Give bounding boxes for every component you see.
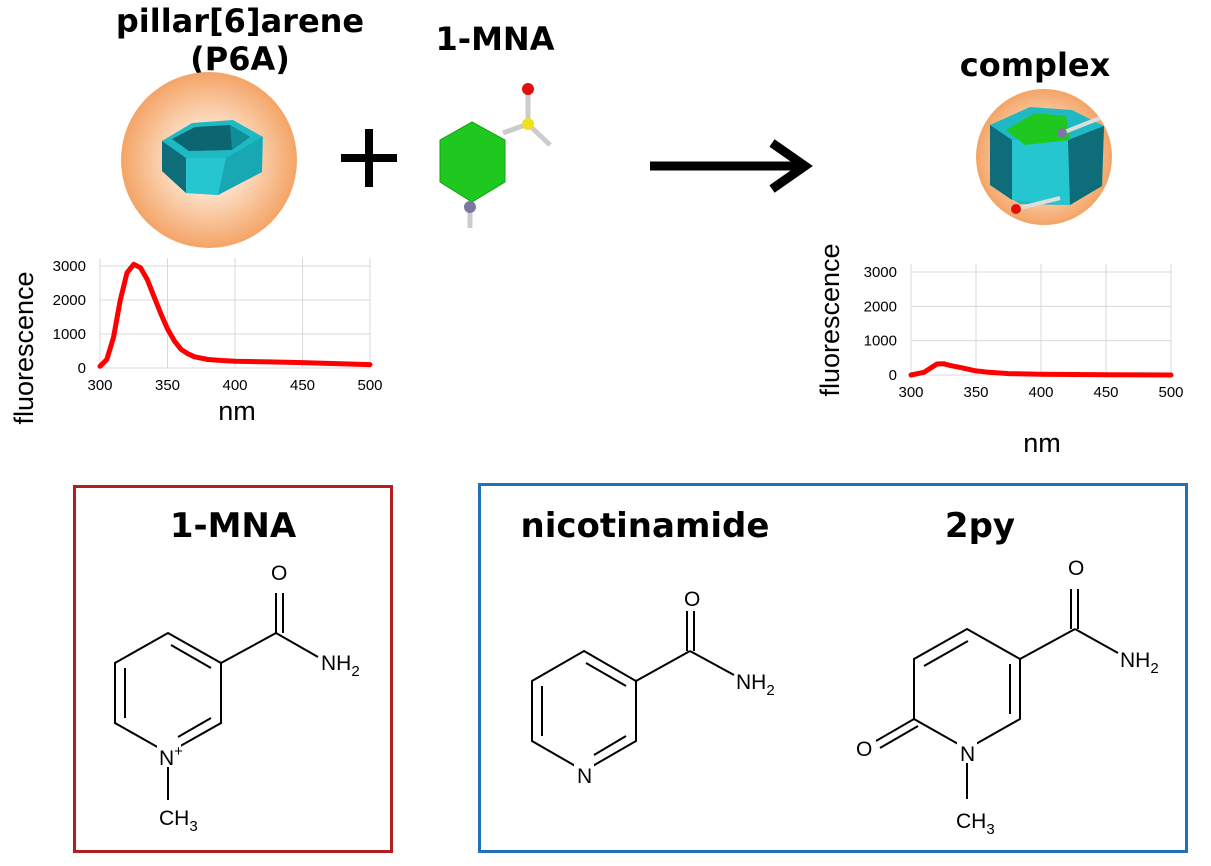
nh2-group: NH2 [736, 671, 775, 699]
x-tick-label: 400 [222, 377, 247, 394]
host-name-line1: pillar[6]arene [115, 2, 365, 40]
mna-box-title: 1-MNA [169, 506, 297, 546]
oxygen-atom: O [684, 588, 700, 611]
x-tick-labels: 300 350 400 450 500 [87, 377, 382, 394]
methyl-group: CH3 [159, 807, 198, 835]
x-axis-label: nm [1023, 428, 1061, 458]
y-axis-label: fluorescence [815, 243, 845, 396]
x-tick-label: 350 [963, 384, 988, 401]
chart-grid [910, 264, 1172, 376]
mna-structure-box [73, 485, 393, 853]
x-axis-label: nm [218, 396, 256, 426]
complex-fluorescence-chart: 0 1000 2000 3000 300 350 400 450 500 fluorescen… [815, 243, 1184, 458]
y-tick-label: 2000 [864, 298, 897, 315]
complex-name: complex [959, 46, 1111, 84]
pyridine-nitrogen: N [577, 765, 592, 788]
x-tick-label: 500 [357, 377, 382, 394]
x-tick-label: 500 [1158, 384, 1183, 401]
y-tick-labels: 0 1000 2000 3000 [53, 258, 86, 377]
2py-title: 2py [944, 506, 1016, 546]
nicotinamide-title: nicotinamide [520, 506, 770, 546]
2py-structure: O O NH2 N CH3 [856, 557, 1159, 838]
x-tick-label: 450 [1093, 384, 1118, 401]
reaction-arrow-icon [650, 139, 813, 193]
plus-icon [341, 129, 397, 187]
pillararene-host-icon [121, 72, 297, 248]
fluorescence-curve [908, 361, 1174, 378]
host-fluorescence-chart: 0 1000 2000 3000 300 350 400 450 500 fluorescen… [9, 258, 383, 426]
y-tick-label: 3000 [53, 258, 86, 275]
y-tick-label: 1000 [864, 333, 897, 350]
fluorescence-curve [97, 261, 373, 369]
reaction-scheme [121, 72, 1112, 248]
host-name-line2: (P6A) [190, 40, 290, 78]
y-tick-label: 0 [78, 360, 86, 377]
y-axis-label: fluorescence [9, 271, 39, 424]
chart-grid [99, 258, 371, 369]
ring-nitrogen: N [960, 743, 975, 766]
y-tick-label: 1000 [53, 326, 86, 343]
y-tick-label: 2000 [53, 292, 86, 309]
nh2-group: NH2 [321, 652, 360, 680]
nh2-group: NH2 [1120, 649, 1159, 677]
oxygen-atom: O [1068, 557, 1084, 580]
host-name: pillar[6]arene (P6A) [80, 2, 400, 78]
x-tick-label: 300 [87, 377, 112, 394]
guest-name: 1-MNA [435, 20, 555, 58]
nicotinamide-structure: O NH2 N [531, 588, 775, 788]
y-tick-label: 0 [889, 367, 897, 384]
y-tick-labels: 0 1000 2000 3000 [864, 264, 897, 384]
complex-icon [976, 89, 1112, 225]
x-tick-label: 400 [1028, 384, 1053, 401]
x-tick-labels: 300 350 400 450 500 [898, 384, 1183, 401]
mna-molecule-icon [439, 83, 552, 228]
x-tick-label: 450 [290, 377, 315, 394]
x-tick-label: 300 [898, 384, 923, 401]
y-tick-label: 3000 [864, 264, 897, 281]
metabolites-structure-box [478, 483, 1188, 853]
nitrogen-cation: N+ [159, 743, 183, 770]
x-tick-label: 350 [155, 377, 180, 394]
oxygen-atom: O [271, 562, 287, 585]
methyl-group: CH3 [956, 810, 995, 838]
mna-structure: O NH2 N+ CH3 [114, 562, 360, 835]
carbonyl-oxygen: O [856, 738, 872, 761]
